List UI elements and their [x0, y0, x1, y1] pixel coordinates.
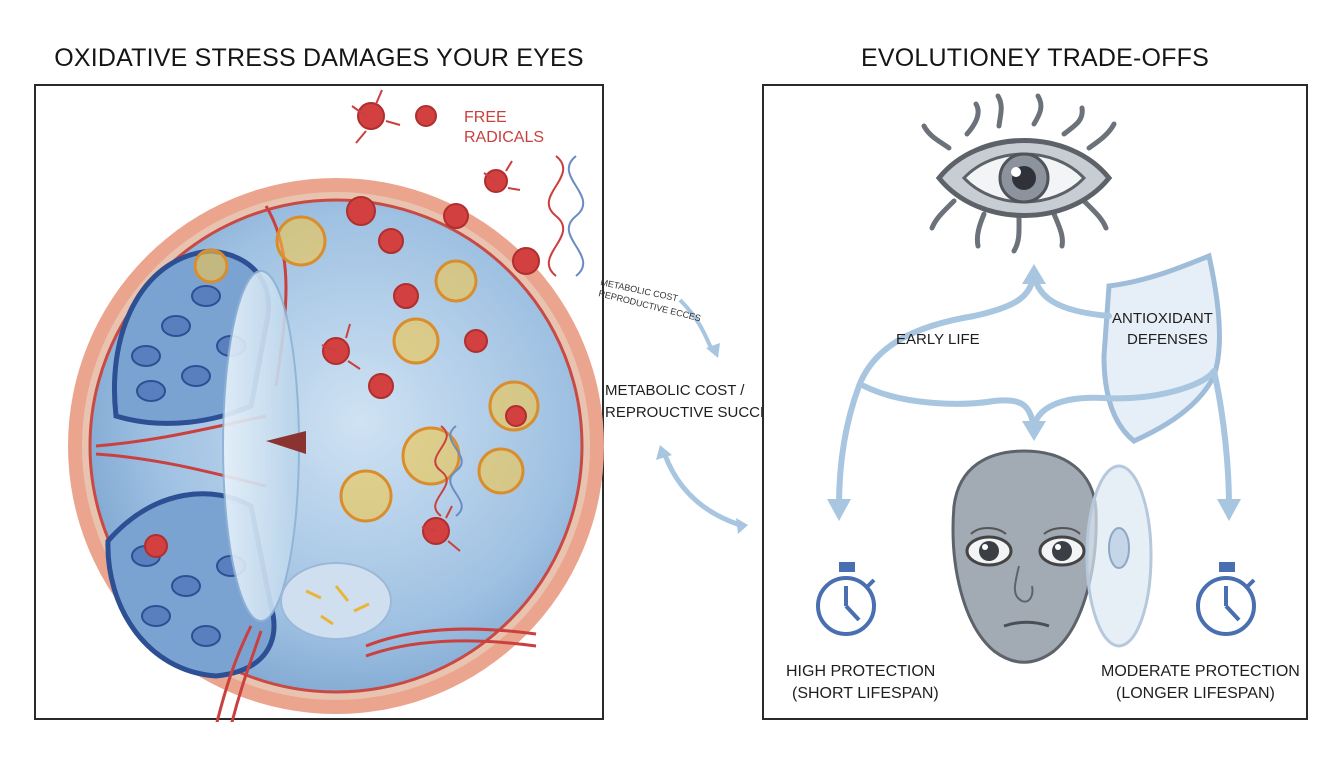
- early-life-label: EARLY LIFE: [896, 331, 980, 348]
- right-panel-title: EVOLUTIONEY TRADE-OFFS: [861, 44, 1209, 72]
- dna-icon: [434, 155, 585, 517]
- evolutionary-tradeoffs-panel: ANTIOXIDANT DEFENSES EARLY LIFE: [762, 84, 1308, 720]
- small-curved-label-line2: REPRODUCTIVE ECCES: [598, 288, 702, 323]
- lens-icon: [1085, 464, 1153, 648]
- bidirectional-arrow: [662, 454, 741, 528]
- antioxidant-label-line2: DEFENSES: [1127, 331, 1208, 348]
- small-curved-label-line1: METABOLIC COST: [600, 277, 680, 303]
- high-protection-label-line2: (SHORT LIFESPAN): [792, 685, 939, 702]
- moderate-protection-label-line2: (LONGER LIFESPAN): [1116, 685, 1275, 702]
- eye-cross-section-illustration: FREE RADICALS: [68, 89, 604, 722]
- high-protection-label-line1: HIGH PROTECTION: [786, 663, 935, 680]
- arrow-heads: [827, 264, 1241, 521]
- moderate-protection-label-line1: MODERATE PROTECTION: [1101, 663, 1300, 680]
- face-icon: [951, 449, 1098, 664]
- stopwatch-icon-left: [816, 562, 876, 636]
- tradeoff-arrows: [836, 273, 1232, 509]
- tradeoff-diagram: ANTIOXIDANT DEFENSES EARLY LIFE: [786, 93, 1300, 702]
- metabolic-cost-label-line1: METABOLIC COST /: [605, 382, 745, 399]
- shield-icon: [1101, 252, 1222, 444]
- free-radicals-label-line1: FREE: [464, 109, 507, 126]
- free-radicals: [144, 102, 540, 558]
- free-radicals-label-line2: RADICALS: [464, 129, 544, 146]
- focus-arrow: [266, 431, 306, 454]
- cataract-cloud: [280, 562, 392, 640]
- stopwatch-icon-right: [1196, 562, 1256, 636]
- left-panel-title: OXIDATIVE STRESS DAMAGES YOUR EYES: [54, 44, 584, 72]
- eye-icon: [921, 93, 1117, 254]
- oxidative-stress-panel: FREE RADICALS: [34, 84, 604, 722]
- antioxidant-label-line1: ANTIOXIDANT: [1112, 310, 1213, 327]
